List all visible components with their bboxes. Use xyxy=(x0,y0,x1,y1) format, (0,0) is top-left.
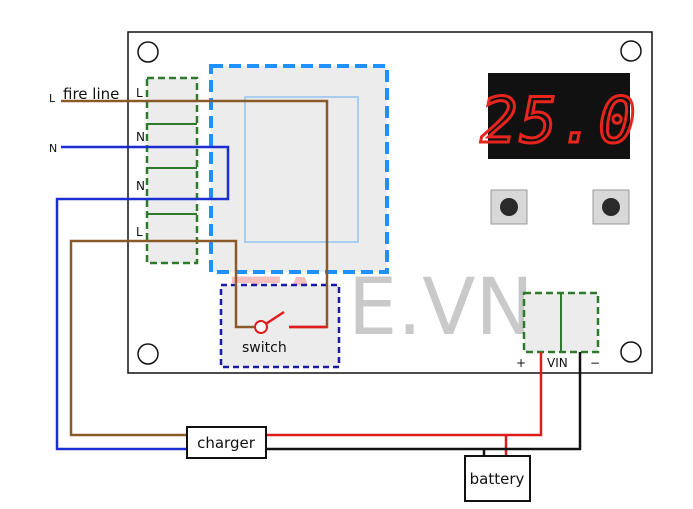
mounting-hole-top-left xyxy=(137,41,159,63)
minus-label: − xyxy=(590,356,600,370)
svg-text:E.VN: E.VN xyxy=(348,263,534,353)
n-external-label: N xyxy=(49,142,57,155)
terminal-label-n1: N xyxy=(136,130,145,144)
battery xyxy=(464,455,531,502)
neutral-wire xyxy=(55,145,230,451)
switch-contact xyxy=(254,310,327,334)
mounting-hole-bottom-left xyxy=(137,343,159,365)
l-external-label: L xyxy=(49,92,56,105)
push-button-right[interactable] xyxy=(592,189,630,225)
negative-wire xyxy=(266,352,582,456)
positive-wire xyxy=(266,352,543,456)
vin-label: VIN xyxy=(547,356,568,370)
seven-segment-display: 25.0 xyxy=(479,73,637,159)
switch-label: switch xyxy=(242,340,287,356)
terminal-label-l1: L xyxy=(136,86,143,100)
fire-line-label: fire line xyxy=(63,85,119,103)
charger-label: charger xyxy=(197,434,256,452)
terminal-label-n2: N xyxy=(136,179,145,193)
terminal-block xyxy=(145,76,199,265)
relay xyxy=(209,64,389,274)
power-input-terminal xyxy=(522,291,600,354)
plus-label: + xyxy=(516,356,526,370)
display-reading: 25.0 xyxy=(480,84,637,157)
mounting-hole-bottom-right xyxy=(620,341,642,363)
battery-label: battery xyxy=(470,470,525,488)
terminal-label-l2: L xyxy=(136,225,143,239)
push-button-left[interactable] xyxy=(490,189,528,225)
mounting-hole-top-right xyxy=(620,40,642,62)
charger xyxy=(186,426,267,459)
